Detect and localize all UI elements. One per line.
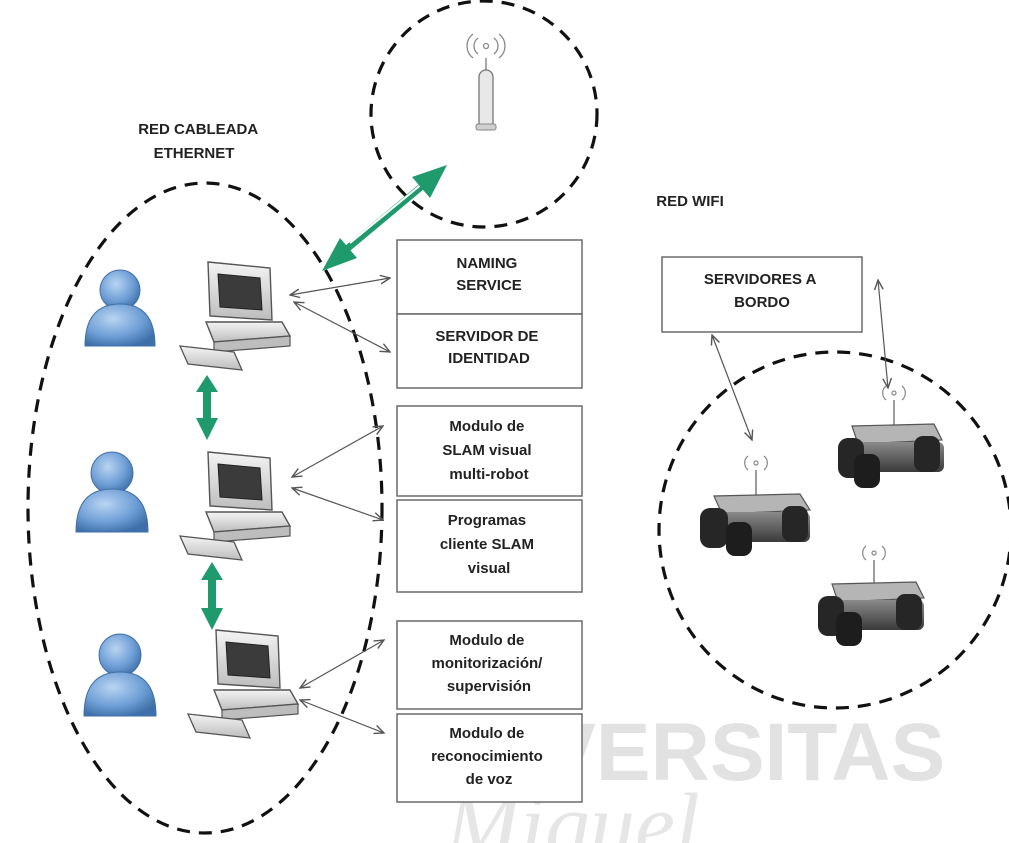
pc-link-arrow (196, 375, 218, 440)
robot-icon (838, 385, 944, 488)
wifi-signal-icon (466, 33, 506, 59)
ethernet-wifi-link-arrow (322, 165, 447, 271)
computer-icon (178, 451, 292, 561)
access-point-icon (466, 33, 506, 131)
slam-clients-label: Programas cliente SLAM visual (440, 512, 538, 577)
slam-module-label: Modulo de SLAM visual multi-robot (442, 418, 535, 483)
wifi-signal-icon (744, 455, 768, 471)
wifi-network-label: RED WIFI (656, 193, 724, 210)
user-icon (83, 633, 157, 717)
computer-icon (178, 261, 292, 371)
wired-network-label: RED CABLEADA ETHERNET (138, 121, 262, 162)
wifi-signal-icon (882, 385, 906, 401)
slam-clients-box (396, 499, 583, 593)
naming-service-box (396, 239, 583, 315)
onboard-servers-label: SERVIDORES A BORDO (704, 271, 820, 311)
onboard-servers-box (661, 256, 863, 333)
user-icon (75, 451, 149, 533)
wifi-signal-icon (862, 545, 886, 561)
pc-link-arrow (201, 562, 223, 630)
identity-server-label: SERVIDOR DE IDENTIDAD (435, 328, 542, 367)
slam-module-box (396, 405, 583, 497)
user-icon (84, 269, 156, 347)
naming-service-label: NAMING SERVICE (456, 255, 522, 294)
robot-icon (818, 545, 925, 646)
identity-server-box (396, 313, 583, 389)
monitoring-module-box (396, 620, 583, 710)
monitoring-module-label: Modulo de monitorización/ supervisión (431, 632, 546, 695)
robot-icon (700, 455, 812, 556)
voice-recognition-box (396, 713, 583, 803)
service-connector-arrows (290, 278, 888, 733)
computer-icon (186, 629, 300, 739)
access-point-boundary (369, 0, 599, 229)
voice-recognition-label: Modulo de reconocimiento de voz (431, 725, 547, 788)
wifi-network-boundary (657, 350, 1009, 710)
